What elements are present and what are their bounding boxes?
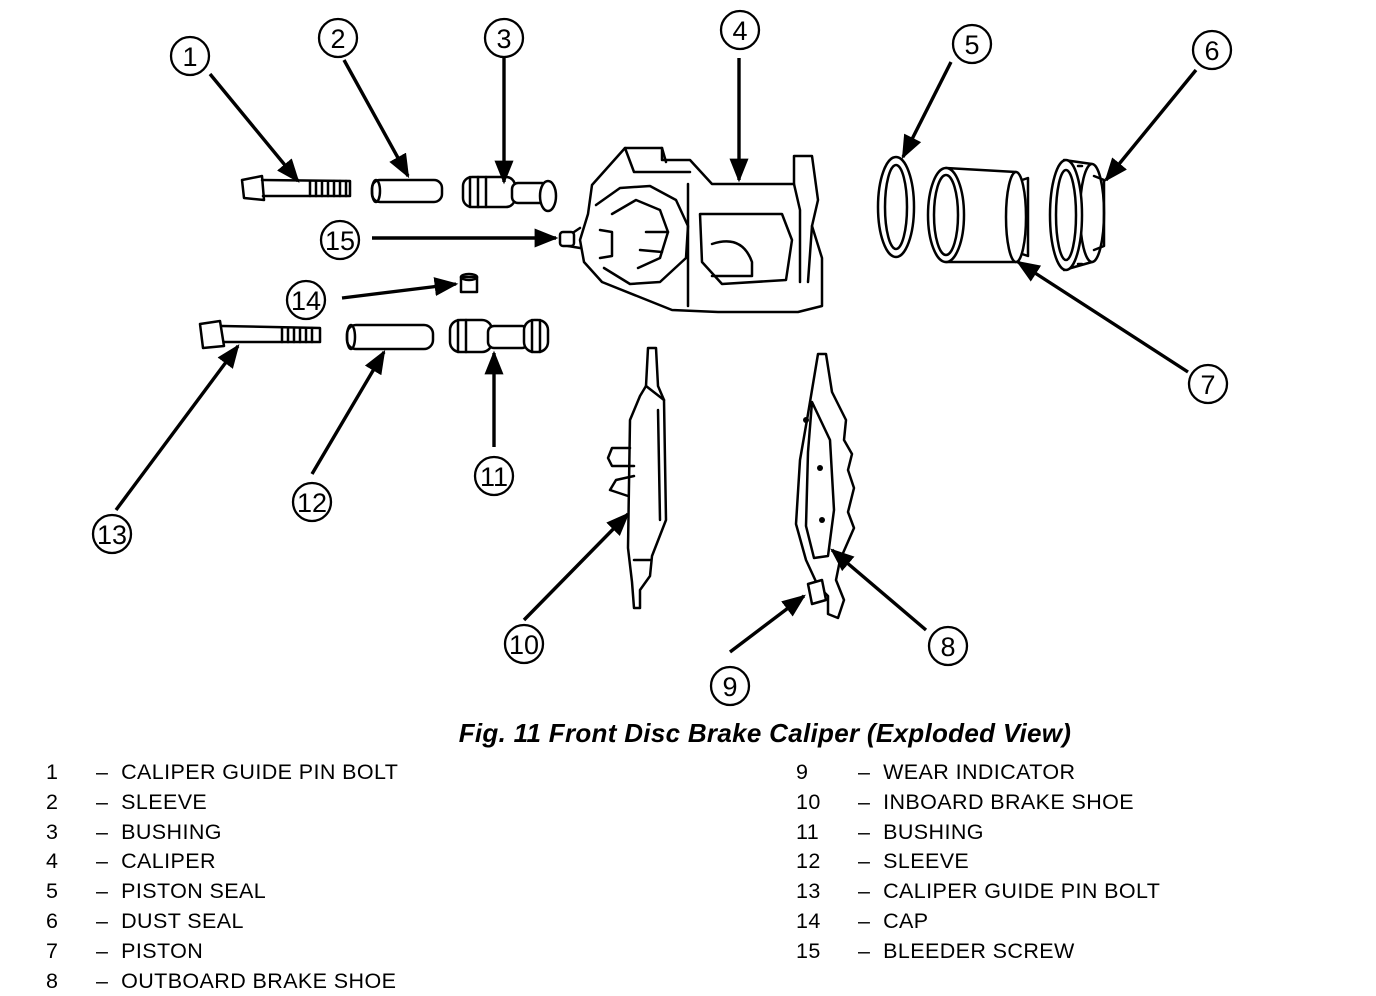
callout-circle-1: [169, 35, 211, 77]
callout-label-12: 12: [297, 488, 327, 518]
leader-arrow-5: [901, 61, 953, 160]
leader-arrow-13: [114, 344, 240, 512]
callout-label-1: 1: [182, 42, 197, 72]
callout-circle-6: [1191, 29, 1233, 71]
legend-item: 2– SLEEVE: [46, 789, 208, 814]
legend-item: 13– CALIPER GUIDE PIN BOLT: [796, 879, 1161, 904]
callout-label-8: 8: [940, 632, 955, 662]
callout-circle-14: [285, 279, 327, 321]
legend-left-column: 1– CALIPER GUIDE PIN BOLT 2– SLEEVE 3– B…: [46, 758, 398, 996]
callout-circle-12: [291, 481, 333, 523]
leader-arrow-14: [341, 277, 459, 300]
legend-item: 8– OUTBOARD BRAKE SHOE: [46, 968, 397, 993]
figure-caption: Fig. 11 Front Disc Brake Caliper (Explod…: [458, 718, 1072, 748]
caliper-housing: [566, 146, 824, 314]
leader-arrow-12: [310, 349, 386, 475]
callout-circle-15: [319, 219, 361, 261]
wear-indicator: [806, 578, 828, 606]
legend-item: 9– WEAR INDICATOR: [796, 760, 1076, 784]
callout-label-3: 3: [496, 24, 511, 54]
outboard-brake-shoe: [794, 352, 856, 620]
callout-circle-5: [951, 23, 993, 65]
callout-circle-13: [91, 513, 133, 555]
piston-seal: [876, 155, 916, 259]
callout-label-11: 11: [480, 462, 508, 492]
leader-arrow-9: [728, 594, 806, 654]
legend-item: 15– BLEEDER SCREW: [796, 938, 1075, 963]
guide-pin-bolt-lower: [198, 319, 322, 350]
callout-label-15: 15: [325, 226, 355, 256]
bushing-lower: [448, 318, 550, 354]
legend-item: 3– BUSHING: [46, 819, 222, 844]
callout-circle-9: [709, 665, 751, 707]
guide-pin-bolt-upper: [240, 174, 352, 202]
legend-right-column: 9– WEAR INDICATOR 10– INBOARD BRAKE SHOE…: [796, 758, 1160, 967]
legend-item: 7– PISTON: [46, 938, 204, 963]
callout-label-10: 10: [509, 630, 539, 660]
legend-item: 12– SLEEVE: [796, 849, 970, 874]
leader-arrow-8: [830, 548, 928, 632]
callout-circle-2: [317, 17, 359, 59]
sleeve-lower: [345, 323, 435, 351]
cap: [459, 272, 479, 294]
callout-circle-11: [473, 455, 515, 497]
exploded-view-diagram: 1 2 3 4 5 6 7 8 9 10 11 12 13 14 15: [91, 9, 1233, 707]
sleeve-upper: [370, 178, 444, 204]
callout-circle-3: [483, 17, 525, 59]
callout-label-13: 13: [97, 520, 127, 550]
legend-item: 4– CALIPER: [46, 849, 216, 874]
leader-arrow-2: [342, 59, 410, 179]
bleeder-screw: [558, 230, 576, 248]
callout-label-9: 9: [722, 672, 737, 702]
callout-circle-10: [503, 623, 545, 665]
legend-item: 11– BUSHING: [796, 819, 984, 844]
callout-label-7: 7: [1200, 370, 1215, 400]
legend-item: 1– CALIPER GUIDE PIN BOLT: [46, 760, 399, 784]
callout-label-14: 14: [291, 286, 321, 316]
callout-circle-7: [1187, 363, 1229, 405]
callout-circle-4: [719, 9, 761, 51]
callout-label-6: 6: [1204, 36, 1219, 66]
piston: [926, 166, 1030, 264]
callout-circle-8: [927, 625, 969, 667]
leader-arrow-6: [1104, 68, 1198, 182]
leader-arrow-10: [522, 512, 630, 622]
dust-seal: [1048, 158, 1106, 272]
leader-arrow-7: [1016, 260, 1189, 374]
legend-item: 10– INBOARD BRAKE SHOE: [796, 789, 1135, 814]
callout-label-2: 2: [330, 24, 345, 54]
legend-item: 5– PISTON SEAL: [46, 879, 267, 904]
bushing-upper: [461, 175, 558, 213]
callout-label-4: 4: [732, 16, 747, 46]
legend-item: 14– CAP: [796, 908, 929, 933]
inboard-brake-shoe: [606, 346, 668, 610]
callout-label-5: 5: [964, 30, 979, 60]
legend-item: 6– DUST SEAL: [46, 908, 244, 933]
leader-arrow-1: [208, 72, 300, 183]
